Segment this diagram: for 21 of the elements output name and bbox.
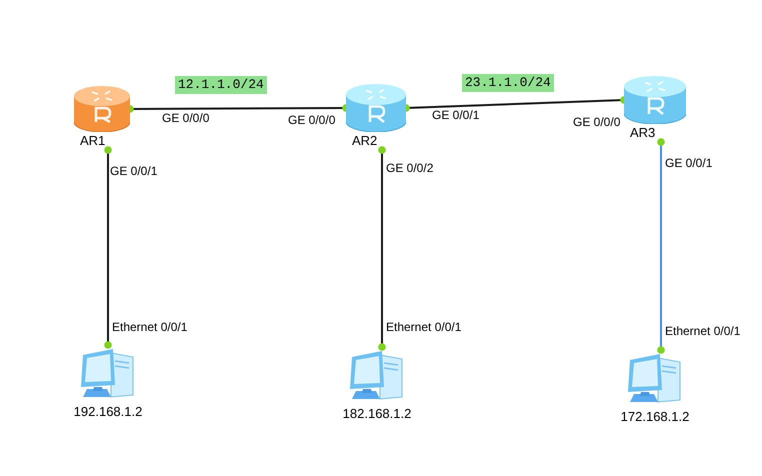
- ip-address: 172.168.1.2: [620, 409, 690, 425]
- port-label: Ethernet 0/0/1: [112, 320, 188, 334]
- port-label: GE 0/0/1: [110, 164, 158, 178]
- port-label: Ethernet 0/0/1: [665, 324, 740, 338]
- port-label: GE 0/0/0: [288, 113, 336, 127]
- port-label: GE 0/0/0: [162, 111, 210, 125]
- router-name: AR2: [351, 132, 378, 150]
- subnet-label: 23.1.1.0/24: [462, 74, 554, 92]
- port-label: GE 0/0/1: [432, 108, 480, 122]
- network-link: [378, 146, 386, 351]
- port-label: Ethernet 0/0/1: [386, 320, 462, 334]
- network-link: [657, 138, 665, 354]
- ip-address: 182.168.1.2: [342, 406, 412, 422]
- port-label: GE 0/0/1: [665, 156, 712, 170]
- network-link: [104, 146, 112, 349]
- subnet-label: 12.1.1.0/24: [175, 76, 267, 94]
- ip-address: 192.168.1.2: [74, 404, 142, 420]
- router-name: AR3: [629, 124, 656, 142]
- port-label: GE 0/0/0: [573, 115, 620, 129]
- router-name: AR1: [79, 132, 106, 150]
- port-label: GE 0/0/2: [386, 161, 434, 175]
